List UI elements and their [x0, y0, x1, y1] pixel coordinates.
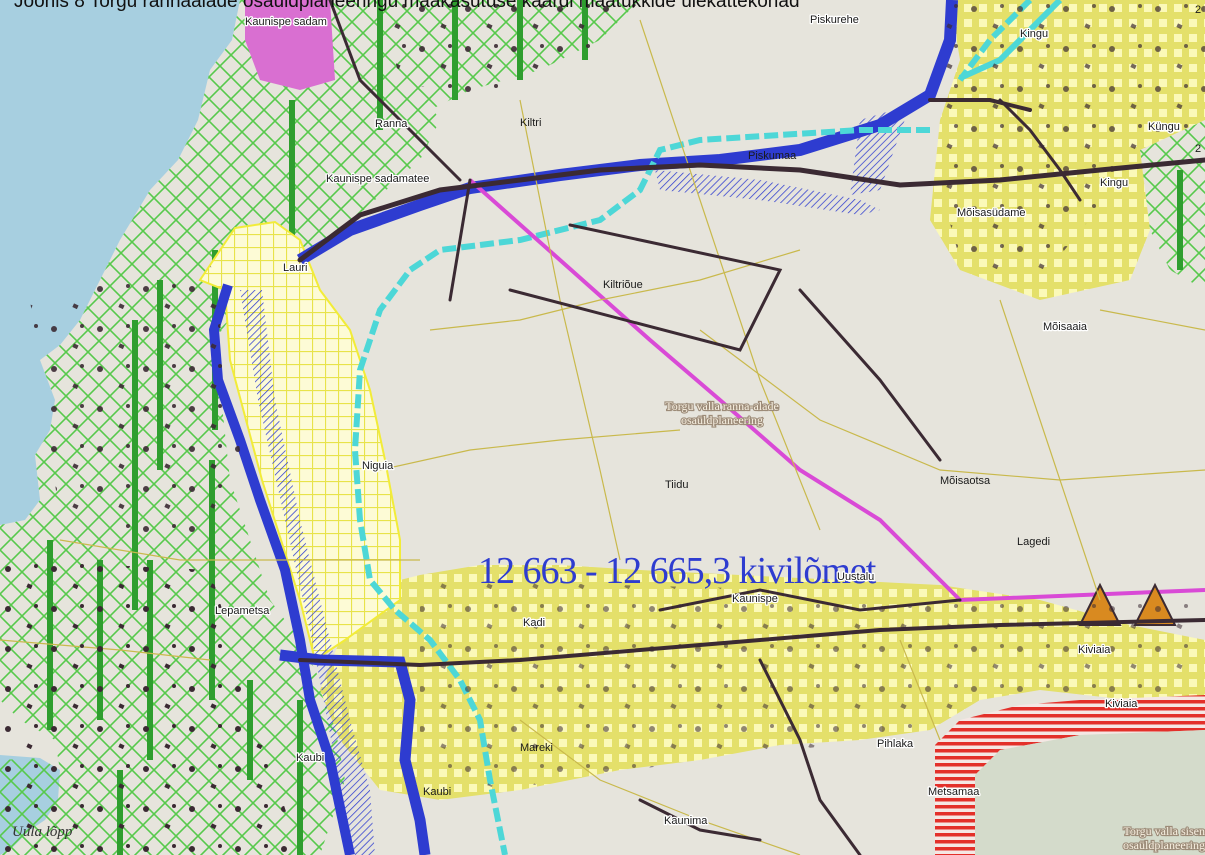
place-kiviaia-1: Kiviaia — [1078, 644, 1111, 656]
place-moisaotsa: Mõisaotsa — [940, 475, 991, 487]
place-kaubi-1: Kaubi — [296, 752, 324, 764]
place-kiltri: Kiltri — [520, 117, 541, 129]
pk-annotation: 12 663 - 12 665,3 kivilõmet — [478, 550, 877, 592]
quarry-area — [935, 695, 1205, 855]
watermark-line-2: osaüldplaneering — [681, 413, 763, 427]
place-lagedi: Lagedi — [1017, 536, 1050, 548]
place-piskurehe: Piskurehe — [810, 14, 859, 26]
place-moisasudame: Mõisasüdame — [957, 207, 1025, 219]
watermark-edge-line-1: Torgu valla sisen — [1123, 824, 1205, 838]
watermark-line-1: Torgu valla ranna-alade — [665, 399, 779, 413]
place-tiidu: Tiidu — [665, 479, 688, 491]
place-niguia: Niguia — [362, 460, 394, 472]
place-metsamaa: Metsamaa — [928, 786, 980, 798]
corner-label: Uula lõpp — [12, 824, 73, 840]
protection-zone-hatch — [655, 170, 880, 215]
place-uustalu: Uustalu — [837, 571, 874, 583]
edge-number-top: 2 — [1195, 4, 1201, 16]
place-mareki: Mareki — [520, 742, 553, 754]
place-kingu-3: Kingu — [1100, 177, 1128, 189]
edge-number-mid: 2 — [1195, 143, 1201, 155]
place-kingu-2: Küngu — [1148, 121, 1180, 133]
place-moisaaia: Mõisaaia — [1043, 321, 1088, 333]
harbour-area — [245, 0, 335, 90]
protection-zone-coast-hatch — [240, 290, 375, 855]
quarry-inner — [975, 730, 1205, 855]
watermark-edge-line-2: osaüldplaneering — [1123, 838, 1205, 852]
place-ranna: Ranna — [375, 118, 408, 130]
power-line — [468, 178, 1205, 603]
place-kaubi-2: Kaubi — [423, 786, 451, 798]
figure-caption: Joonis 8 Torgu rannaalade osaüldplaneeri… — [14, 0, 800, 12]
place-kaunispe-sadamatee: Kaunispe sadamatee — [326, 173, 429, 185]
place-kaunispe-sadam: Kaunispe sadam — [245, 16, 327, 28]
place-kaunispe: Kaunispe — [732, 593, 778, 605]
protection-zone-road — [296, 0, 958, 266]
sea — [0, 0, 240, 525]
place-kingu-1: Kingu — [1020, 28, 1048, 40]
place-kaunima: Kaunima — [664, 815, 708, 827]
place-kiviaia-2: Kiviaia — [1105, 698, 1138, 710]
place-piskumaa: Piskumaa — [748, 150, 797, 162]
place-kiltrioue: Kiltriõue — [603, 279, 643, 291]
place-kadi: Kadi — [523, 617, 545, 629]
place-pihlaka: Pihlaka — [877, 738, 914, 750]
place-lauri: Lauri — [283, 262, 307, 274]
place-lepametsa: Lepametsa — [215, 605, 270, 617]
